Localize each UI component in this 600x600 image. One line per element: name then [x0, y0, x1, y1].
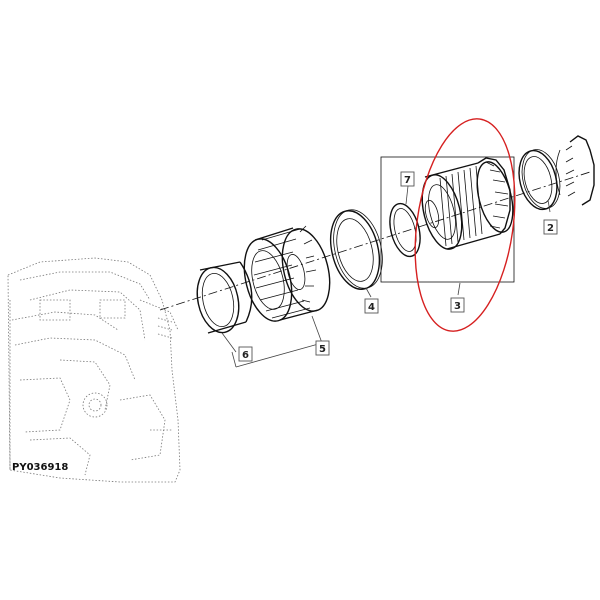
adjacent-gear-partial: [555, 135, 595, 206]
callout-4: 4: [364, 298, 379, 314]
part-4-washer: [329, 209, 383, 290]
callout-7: 7: [400, 171, 415, 187]
part-5-gear: [243, 225, 331, 322]
svg-text:4: 4: [368, 302, 375, 313]
svg-text:7: 7: [404, 175, 411, 186]
callout-5: 5: [315, 340, 330, 356]
part-2-washer: [518, 149, 561, 211]
transmission-housing: [7, 257, 181, 483]
reference-code: PY036918: [12, 462, 68, 473]
svg-text:3: 3: [454, 301, 461, 312]
callout-6: 6: [238, 346, 253, 362]
callout-3: 3: [450, 297, 465, 313]
part-7-snap-ring: [389, 202, 421, 258]
assembly-axis: [159, 171, 591, 311]
part-6-sleeve: [196, 261, 253, 334]
highlight-ellipse: [414, 118, 516, 332]
leader-lines: [221, 185, 551, 368]
svg-text:6: 6: [242, 350, 249, 361]
callout-2: 2: [543, 219, 558, 235]
svg-text:5: 5: [319, 344, 326, 355]
svg-text:2: 2: [547, 223, 554, 234]
part-3-clutch-drum: [421, 157, 514, 250]
